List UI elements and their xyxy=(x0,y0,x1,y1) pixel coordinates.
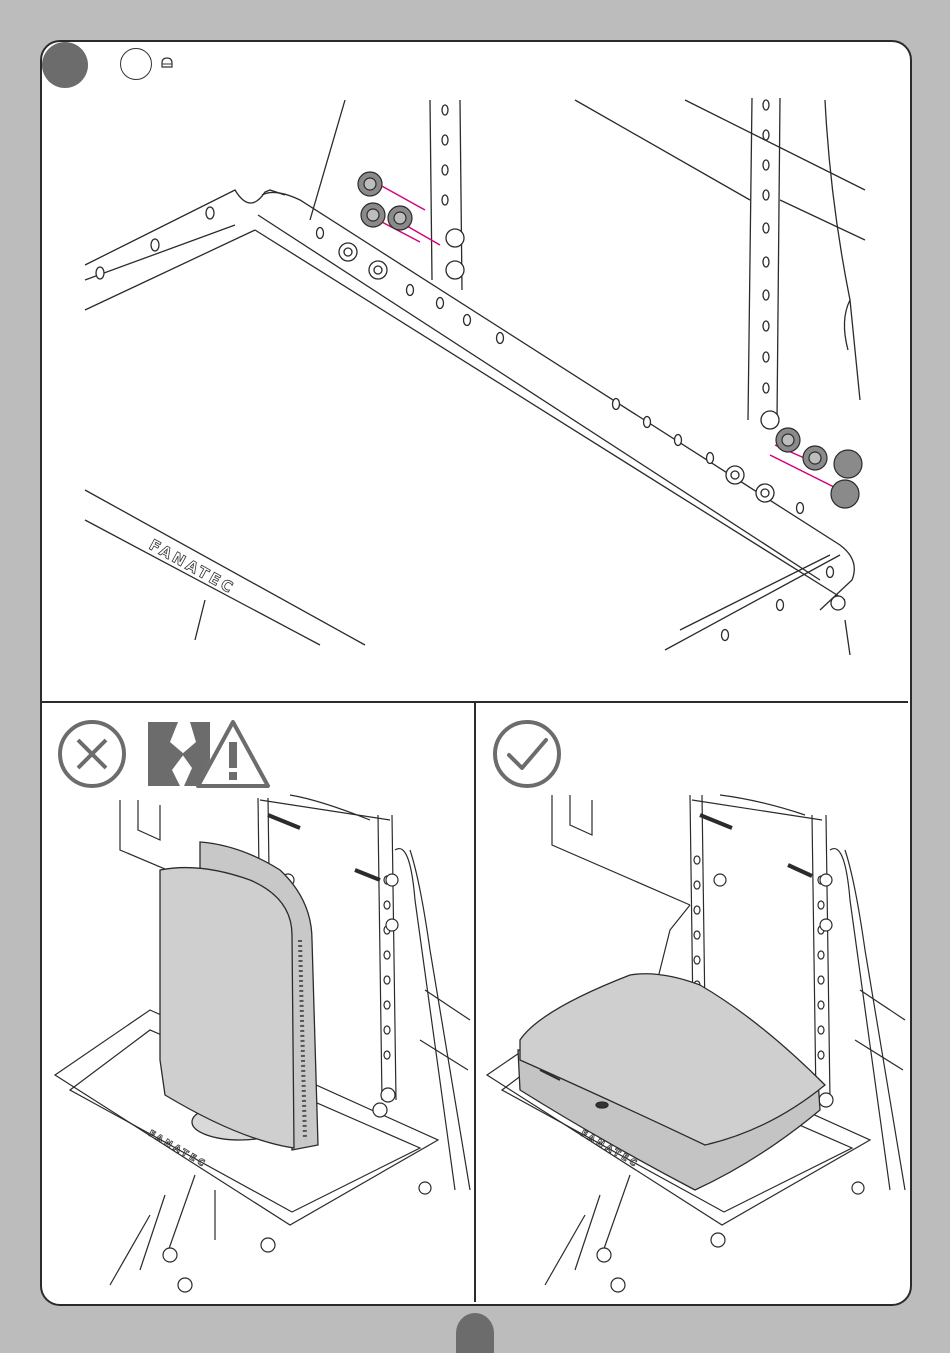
brand-logo-left: FANATEC xyxy=(147,1129,209,1171)
page-number-tab xyxy=(456,1313,494,1353)
console-horizontal-illustration xyxy=(518,974,825,1190)
cap-nut-group-right xyxy=(770,428,862,508)
check-circle-icon xyxy=(495,722,559,786)
broken-surface-icon xyxy=(148,722,210,786)
cap-nut-group-left xyxy=(358,172,440,245)
console-upright-illustration xyxy=(160,842,318,1150)
cross-circle-icon xyxy=(60,722,124,786)
